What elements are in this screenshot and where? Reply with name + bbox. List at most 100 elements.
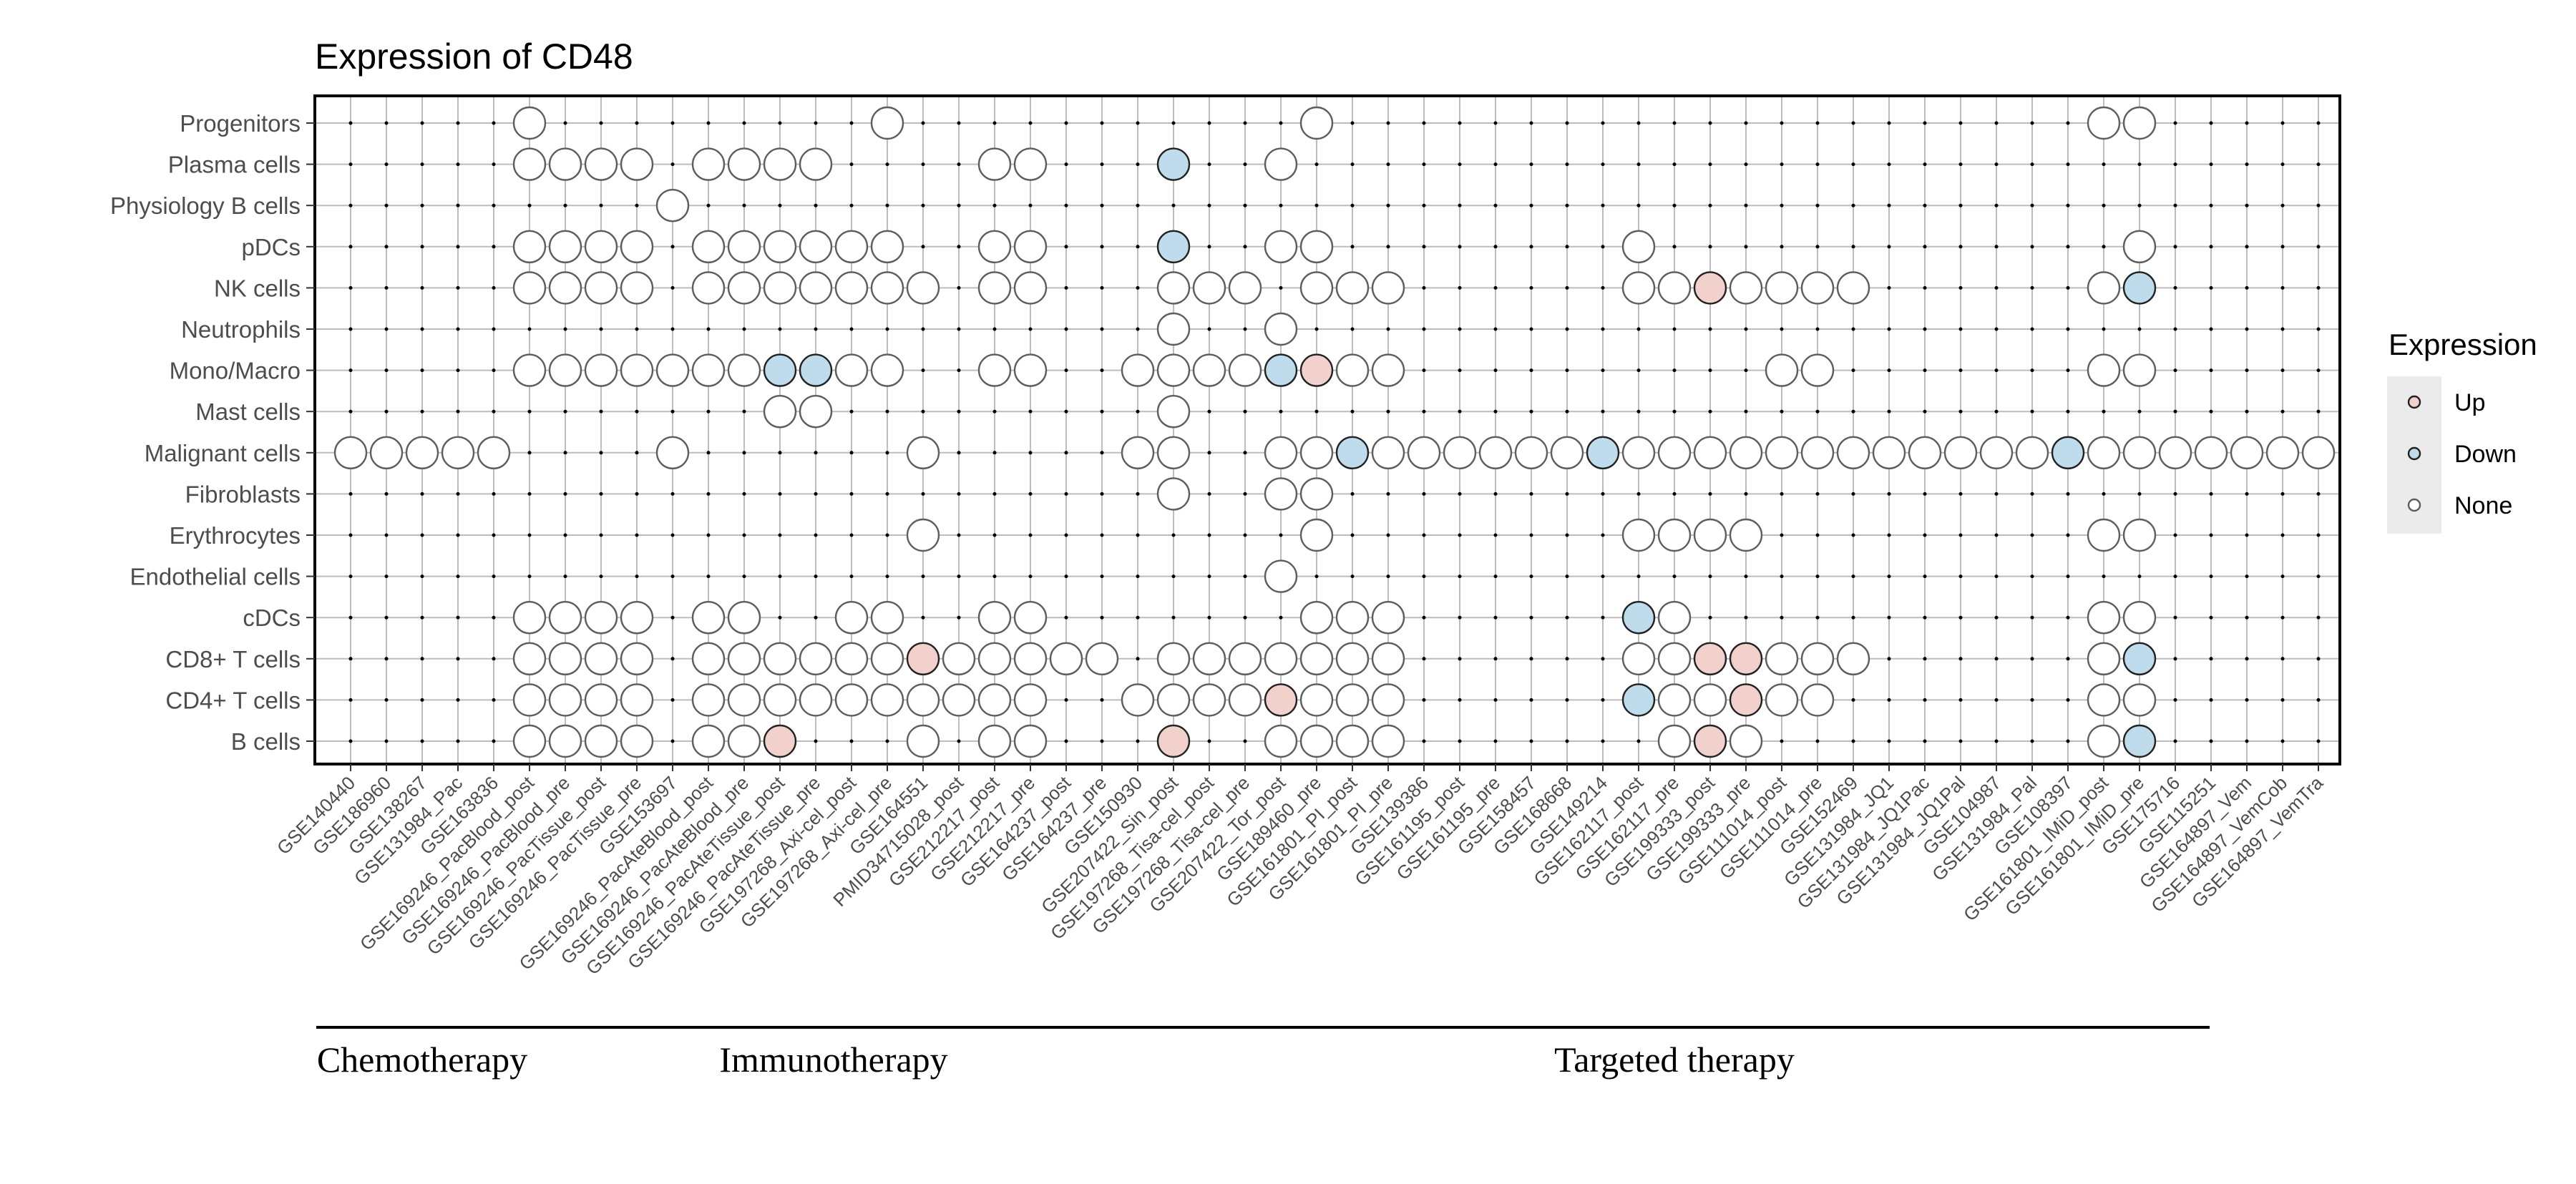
grid-intersection-dot [492, 409, 496, 414]
grid-intersection-dot [1028, 121, 1033, 125]
grid-intersection-dot [2030, 739, 2034, 743]
expression-dot-none: cDCs / GSE212217_pre: None [1013, 601, 1048, 635]
grid-intersection-dot [1994, 491, 1999, 496]
grid-intersection-dot [670, 533, 675, 537]
grid-intersection-dot [670, 657, 675, 661]
grid-intersection-dot [1422, 162, 1426, 167]
expression-dot-up: B cells / GSE207422_Sin_post: Up [1156, 724, 1191, 758]
expression-dot-none: B cells / GSE162117_pre: None [1657, 724, 1692, 758]
grid-intersection-dot [2173, 368, 2177, 373]
grid-intersection-dot [1565, 739, 1569, 743]
grid-intersection-dot [2066, 203, 2070, 207]
grid-intersection-dot [992, 327, 997, 331]
grid-intersection-dot [1458, 533, 1462, 537]
grid-intersection-dot [1529, 657, 1533, 661]
expression-dot-none: Erythrocytes / GSE199333_pre: None [1729, 518, 1763, 552]
grid-intersection-dot [1887, 491, 1891, 496]
grid-intersection-dot [1350, 121, 1355, 125]
grid-intersection-dot [1601, 657, 1605, 661]
expression-dot-none: CD4+ T cells / GSE161801_IMiD_pre: None [2122, 683, 2157, 717]
grid-intersection-dot [1958, 739, 1963, 743]
expression-dot-none: CD4+ T cells / GSE207422_Sin_post: None [1156, 683, 1191, 717]
expression-dot-none: cDCs / GSE169246_PacTissue_pre: None [620, 601, 654, 635]
expression-dot-down: B cells / GSE161801_IMiD_pre: Down [2122, 724, 2157, 758]
grid-intersection-dot [1708, 491, 1712, 496]
grid-intersection-dot [849, 203, 854, 207]
expression-dot-down: Malignant cells / GSE161801_PI_post: Dow… [1335, 436, 1370, 469]
expression-dot-none: NK cells / GSE207422_Sin_post: None [1156, 271, 1191, 305]
grid-intersection-dot [563, 409, 567, 414]
expression-dot-none: pDCs / GSE212217_pre: None [1013, 230, 1048, 263]
grid-intersection-dot [1100, 285, 1104, 290]
grid-intersection-dot [1565, 698, 1569, 702]
grid-intersection-dot [992, 574, 997, 579]
grid-intersection-dot [1422, 368, 1426, 373]
grid-intersection-dot [2209, 409, 2213, 414]
grid-intersection-dot [1923, 203, 1927, 207]
grid-intersection-dot [348, 327, 353, 331]
grid-intersection-dot [2173, 574, 2177, 579]
grid-intersection-dot [1887, 615, 1891, 620]
expression-dot-none: Malignant cells / GSE161801_PI_pre: None [1371, 436, 1405, 469]
grid-intersection-dot [384, 533, 389, 537]
grid-intersection-dot [527, 451, 532, 455]
legend-swatch [2407, 498, 2421, 512]
grid-intersection-dot [1529, 203, 1533, 207]
expression-dot-none: cDCs / GSE212217_post: None [977, 601, 1012, 635]
grid-intersection-dot [1815, 121, 1820, 125]
expression-dot-up: B cells / GSE199333_post: Up [1693, 724, 1727, 758]
grid-intersection-dot [599, 409, 603, 414]
grid-intersection-dot [1529, 368, 1533, 373]
grid-intersection-dot [2030, 698, 2034, 702]
grid-intersection-dot [885, 451, 889, 455]
expression-dot-none: NK cells / GSE189460_pre: None [1299, 271, 1334, 305]
expression-dot-none: Mono/Macro / GSE161801_IMiD_pre: None [2122, 353, 2157, 387]
grid-intersection-dot [1064, 368, 1068, 373]
grid-intersection-dot [1493, 533, 1498, 537]
grid-intersection-dot [814, 121, 818, 125]
grid-intersection-dot [1207, 451, 1211, 455]
expression-dot-none: CD8+ T cells / PMID34715028_post: None [942, 642, 976, 675]
y-tick-label: Mast cells [195, 398, 301, 425]
expression-dot-none: cDCs / GSE169246_PacBlood_post: None [512, 601, 547, 635]
grid-intersection-dot [957, 533, 961, 537]
grid-intersection-dot [456, 657, 460, 661]
grid-intersection-dot [1458, 368, 1462, 373]
grid-intersection-dot [348, 121, 353, 125]
grid-intersection-dot [1565, 285, 1569, 290]
grid-intersection-dot [348, 491, 353, 496]
grid-intersection-dot [1994, 533, 1999, 537]
grid-intersection-dot [1458, 285, 1462, 290]
grid-intersection-dot [2102, 327, 2106, 331]
grid-intersection-dot [563, 121, 567, 125]
grid-intersection-dot [2030, 409, 2034, 414]
grid-intersection-dot [1887, 121, 1891, 125]
grid-intersection-dot [1851, 698, 1855, 702]
grid-intersection-dot [1851, 245, 1855, 249]
expression-dot-none: Mono/Macro / GSE111014_pre: None [1800, 353, 1835, 387]
expression-dot-none: Malignant cells / GSE164897_VemCob: None [2265, 436, 2300, 469]
grid-intersection-dot [2066, 491, 2070, 496]
grid-intersection-dot [849, 162, 854, 167]
grid-intersection-dot [1458, 121, 1462, 125]
grid-intersection-dot [1028, 327, 1033, 331]
grid-intersection-dot [420, 368, 424, 373]
grid-intersection-dot [2102, 491, 2106, 496]
grid-intersection-dot [384, 121, 389, 125]
expression-dot-none: cDCs / GSE169246_PacBlood_pre: None [548, 601, 582, 635]
expression-dot-none: CD4+ T cells / GSE189460_pre: None [1299, 683, 1334, 717]
grid-intersection-dot [1636, 162, 1641, 167]
expression-dot-none: pDCs / GSE169246_PacBlood_post: None [512, 230, 547, 263]
grid-intersection-dot [1136, 162, 1140, 167]
grid-intersection-dot [635, 409, 639, 414]
grid-intersection-dot [1207, 203, 1211, 207]
grid-intersection-dot [2245, 574, 2249, 579]
grid-intersection-dot [2316, 409, 2321, 414]
grid-intersection-dot [2280, 698, 2285, 702]
grid-intersection-dot [492, 327, 496, 331]
grid-intersection-dot [957, 409, 961, 414]
grid-intersection-dot [492, 533, 496, 537]
grid-intersection-dot [1958, 203, 1963, 207]
grid-intersection-dot [742, 491, 746, 496]
grid-intersection-dot [1851, 574, 1855, 579]
